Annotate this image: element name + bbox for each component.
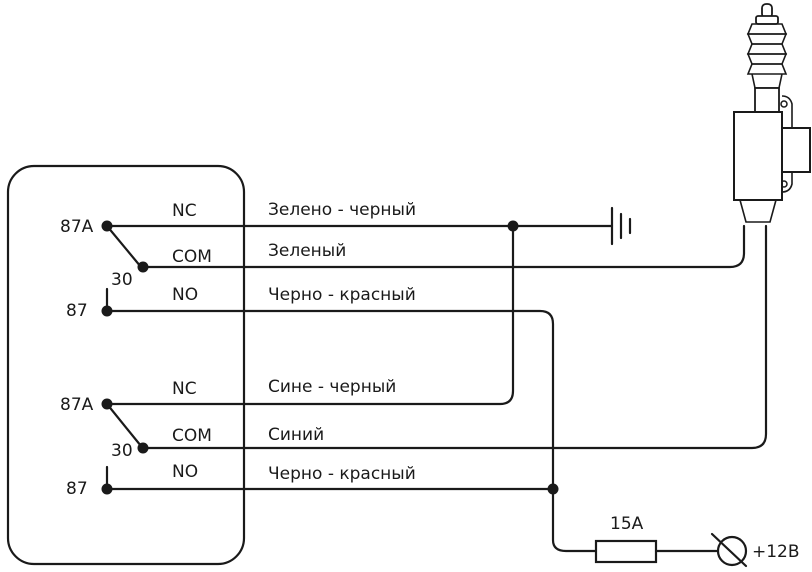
relay1-label-no: NO [172, 285, 198, 305]
relay-1: 87A 30 87 NC COM NO [60, 201, 212, 321]
wire-label-5: Синий [268, 425, 324, 445]
relay1-pin-87a: 87A [60, 217, 94, 237]
wire-com2-actuator [141, 224, 768, 450]
wire-label-6: Черно - красный [268, 464, 416, 484]
relay1-label-nc: NC [172, 201, 197, 221]
fuse-icon [594, 539, 658, 564]
relay1-pin-87: 87 [66, 301, 88, 321]
relay-2: 87A 30 87 NC COM NO [60, 379, 212, 499]
wire-label-4: Сине - черный [268, 377, 396, 397]
relay2-label-no: NO [172, 462, 198, 482]
power-terminal-icon [710, 532, 748, 568]
wire-label-3: Черно - красный [268, 285, 416, 305]
junction-power [547, 483, 559, 495]
relay2-pin-30: 30 [111, 441, 133, 461]
wire-label-2: Зеленый [268, 241, 346, 261]
wire-com1-actuator [141, 224, 746, 269]
wire-label-1: Зелено - черный [268, 200, 416, 220]
door-lock-actuator-icon [733, 3, 811, 223]
relay2-pin-87a: 87A [60, 395, 94, 415]
relay1-pin-30: 30 [111, 270, 133, 290]
relay2-label-nc: NC [172, 379, 197, 399]
ground-icon [610, 206, 632, 246]
wire-nc2-ground [105, 224, 515, 406]
relay2-label-com: COM [172, 426, 212, 446]
wire-no1-power [105, 309, 598, 553]
fuse-rating: 15A [610, 514, 644, 534]
supply-label: +12В [752, 542, 800, 562]
relay-module [6, 164, 246, 566]
relay1-label-com: COM [172, 247, 212, 267]
relay2-pin-87: 87 [66, 479, 88, 499]
